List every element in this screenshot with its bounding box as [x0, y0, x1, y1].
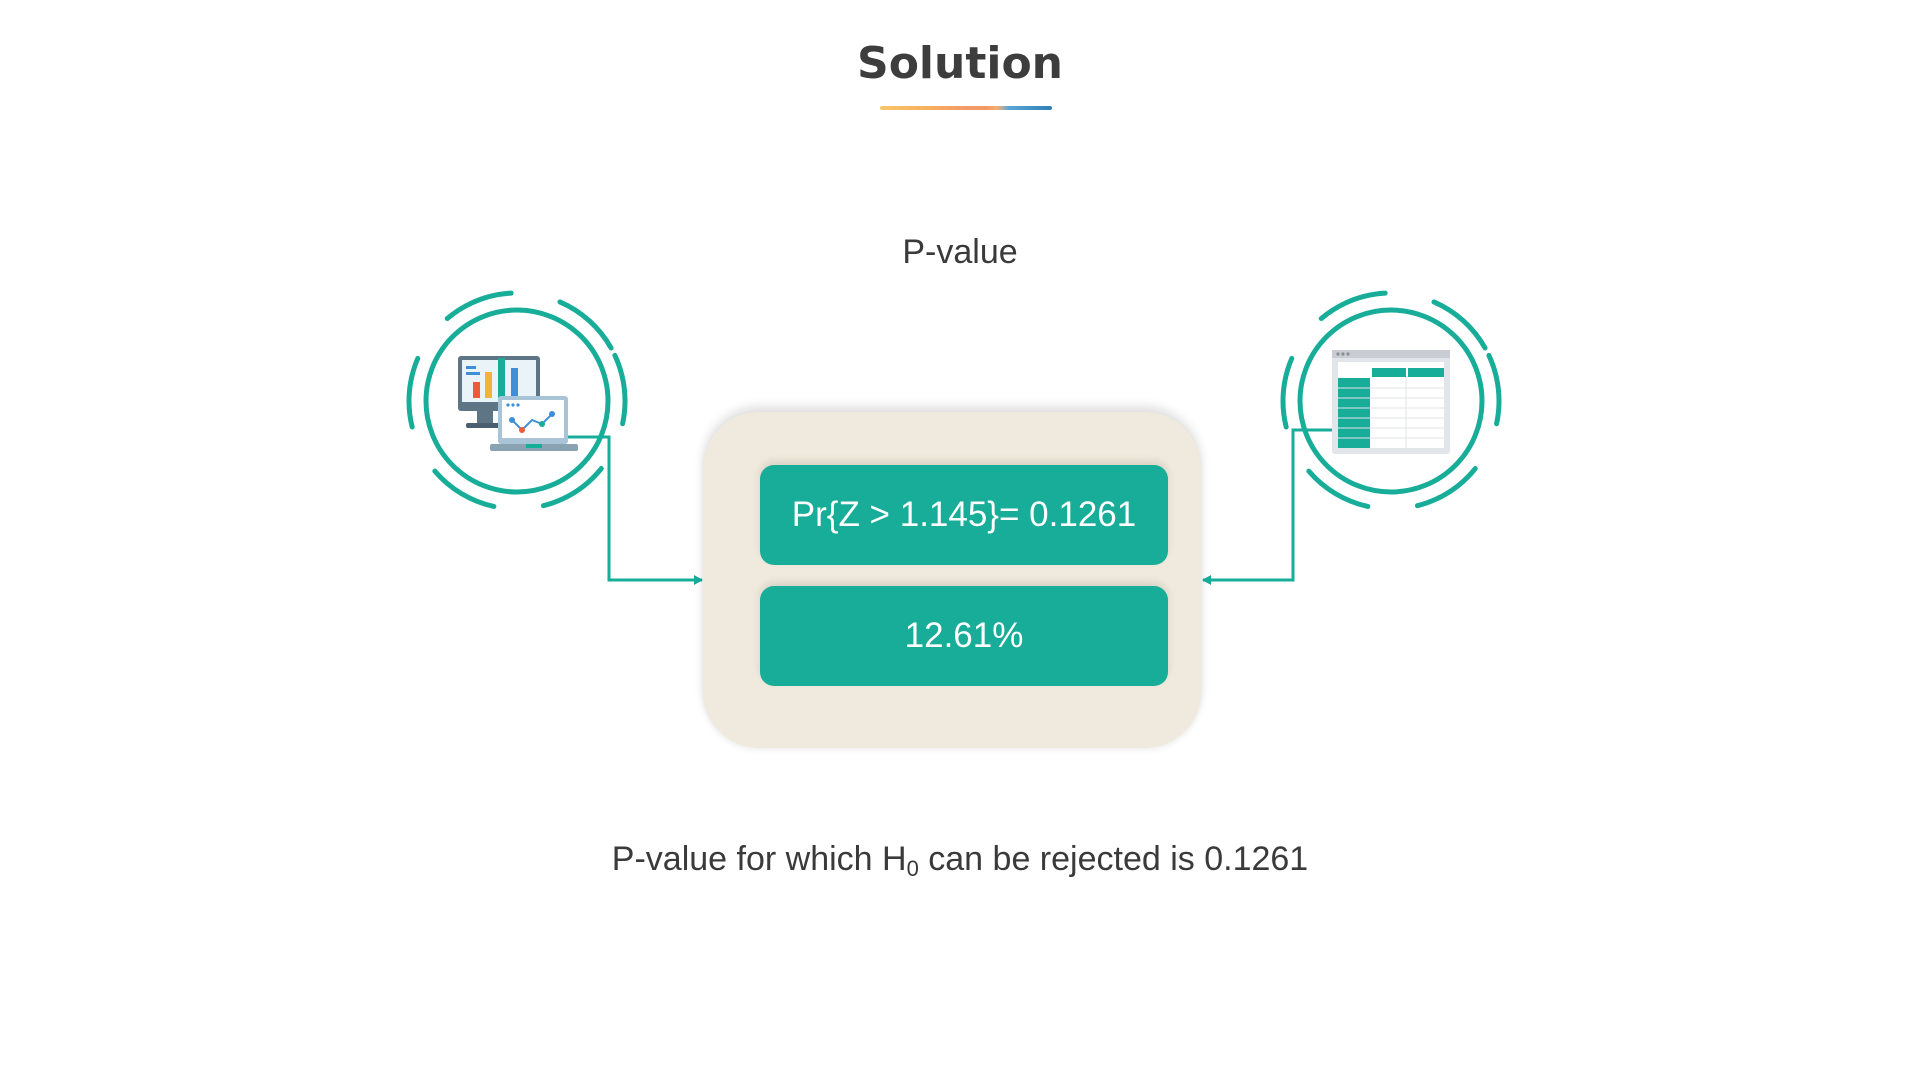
right-connector — [1202, 428, 1333, 585]
conclusion-text: P-value for which H0 can be rejected is … — [0, 840, 1920, 881]
data-table-icon — [1332, 350, 1450, 454]
formula-text: Pr{Z > 1.145}= 0.1261 — [791, 495, 1137, 534]
title-underline — [880, 106, 1052, 110]
left-connector — [562, 435, 703, 585]
conclusion-subscript: 0 — [906, 856, 919, 881]
result-panel — [703, 412, 1201, 748]
percent-box: 12.61% — [760, 586, 1168, 686]
right-icon-ring — [1280, 290, 1502, 512]
conclusion-prefix: P-value for which H — [611, 840, 907, 878]
conclusion-suffix: can be rejected is 0.1261 — [918, 840, 1309, 878]
formula-box: Pr{Z > 1.145}= 0.1261 — [760, 465, 1168, 565]
percent-text: 12.61% — [904, 616, 1024, 655]
left-icon-ring — [406, 290, 628, 512]
analytics-dashboard-icon — [458, 356, 578, 451]
subtitle: P-value — [902, 233, 1018, 271]
page-title: Solution — [857, 38, 1063, 89]
